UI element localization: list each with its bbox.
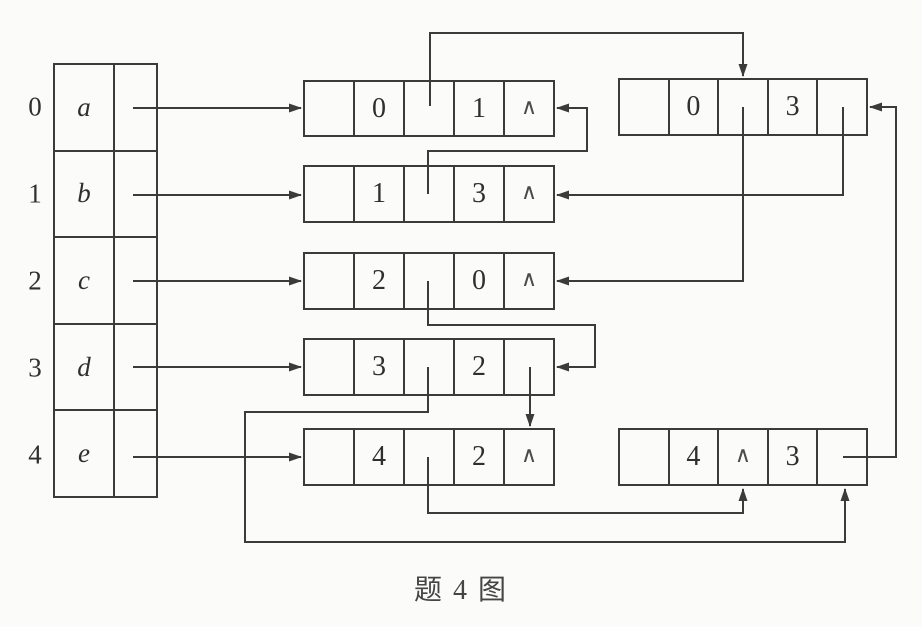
edge-node-cell: ∧: [503, 430, 553, 484]
edge-node-cell: 1: [453, 82, 503, 135]
edge-node-cell: [620, 80, 668, 134]
vertex-data-cell: e: [55, 411, 115, 496]
edge-node-cell: 0: [667, 80, 718, 134]
edge-node-cell: [403, 254, 453, 308]
edge-node-cell: 4: [353, 430, 403, 484]
edge-node-cell: 2: [453, 340, 503, 394]
vertex-firstedge-cell: [115, 65, 156, 150]
edge-node-cell: [403, 430, 453, 484]
edge-node-cell: 2: [353, 254, 403, 308]
vertex-row-c: c: [55, 236, 156, 323]
vertex-firstedge-cell: [115, 152, 156, 237]
vertex-index-label: 0: [28, 91, 42, 121]
vertex-data-cell: c: [55, 238, 115, 323]
edge-node-cell: [305, 340, 353, 394]
vertex-row-b: b: [55, 149, 156, 237]
vertex-firstedge-cell: [115, 238, 156, 323]
edge-node-cell: 1: [353, 167, 403, 221]
vertex-firstedge-cell: [115, 325, 156, 410]
edge-node-cell: ∧: [503, 82, 553, 135]
vertex-index-label: 2: [28, 265, 42, 295]
vertex-row-d: d: [55, 322, 156, 410]
edge-node-cell: 3: [353, 340, 403, 394]
edge-node-cell: [305, 254, 353, 308]
edge-node-cell: [305, 82, 353, 135]
vertex-firstedge-cell: [115, 411, 156, 496]
edge-node-cell: [403, 167, 453, 221]
vertex-index-label: 3: [28, 352, 42, 382]
edge-node-cell: [717, 80, 767, 134]
vertex-data-cell: d: [55, 324, 115, 410]
edge-node-cell: ∧: [717, 430, 767, 484]
edge-node-cell: 0: [453, 254, 503, 308]
edge-node-cell: [503, 340, 553, 394]
edge-node-cell: [620, 430, 668, 484]
edge-node-cell: [816, 80, 866, 134]
vertex-data-cell: a: [55, 65, 115, 150]
edge-node-cell: 0: [353, 82, 403, 135]
vertex-row-a: a: [55, 65, 156, 150]
edge-node-cell: 4: [667, 430, 718, 484]
vertex-data-cell: b: [55, 151, 115, 237]
edge-node-cell: [305, 430, 353, 484]
edge-node-cell: [305, 167, 353, 221]
figure-caption: 题 4 图: [413, 575, 509, 606]
vertex-index-label: 4: [28, 439, 42, 469]
edge-node-cell: 3: [453, 167, 503, 221]
edge-node-cell: 3: [766, 430, 817, 484]
edge-node-cell: ∧: [503, 167, 553, 221]
edge-node-4-3: 4∧3: [618, 428, 868, 486]
edge-node-cell: ∧: [503, 254, 553, 308]
edge-node-cell: [816, 430, 866, 484]
edge-node-cell: [403, 340, 453, 394]
edge-node-cell: 3: [766, 80, 817, 134]
vertex-index-label: 1: [28, 178, 42, 208]
edge-node-cell: [403, 82, 453, 135]
vertex-row-e: e: [55, 409, 156, 496]
edge-node-cell: 2: [453, 430, 503, 484]
edge-4-3-jlink-to-edge-0-3-arrow: [843, 102, 897, 458]
